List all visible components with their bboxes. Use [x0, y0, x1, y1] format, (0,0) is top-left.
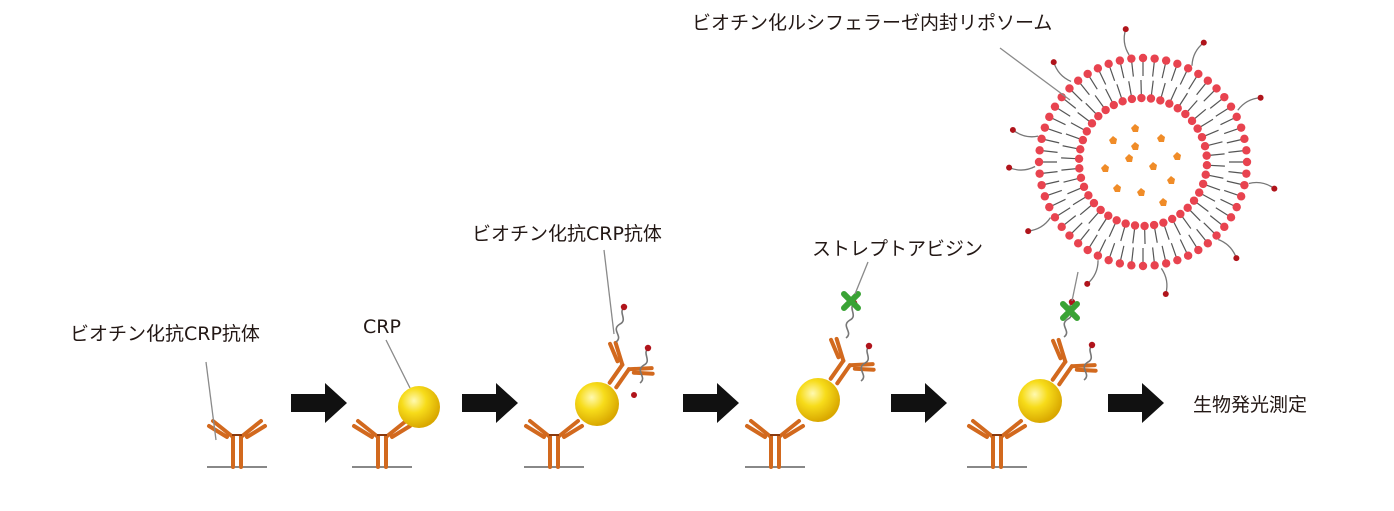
crp-sphere-icon — [398, 386, 440, 428]
arrow-right-icon — [683, 383, 739, 423]
leader-line — [385, 339, 411, 389]
biotin-icon — [631, 392, 637, 398]
crp-sphere-icon — [575, 382, 619, 426]
leader-line — [205, 361, 217, 441]
step-2 — [352, 339, 440, 469]
biotin-icon — [1083, 340, 1096, 381]
liposome-label: ビオチン化ルシフェラーゼ内封リポソーム — [692, 12, 1053, 34]
step-3 — [524, 249, 657, 469]
liposome-icon — [1006, 26, 1278, 298]
crp-label: CRP — [363, 316, 401, 338]
crp-sphere-icon — [1018, 379, 1062, 423]
antibody-icon — [967, 419, 1027, 469]
arrow-right-icon — [291, 383, 347, 423]
step-1 — [205, 361, 267, 469]
leader-line — [603, 249, 615, 335]
arrow-right-icon — [1108, 383, 1164, 423]
biotin-icon — [615, 302, 629, 343]
leader-line — [999, 47, 1071, 101]
antibody-icon — [745, 419, 805, 469]
tether-line — [1071, 271, 1079, 302]
biotin-icon — [639, 343, 653, 384]
arrow-right-icon — [462, 383, 518, 423]
biotin-icon — [860, 341, 874, 382]
step-5 — [967, 271, 1100, 469]
antibody-label-step3: ビオチン化抗CRP抗体 — [472, 223, 662, 245]
antibody-icon — [524, 419, 584, 469]
antibody-label-step1: ビオチン化抗CRP抗体 — [70, 323, 260, 345]
leader-line — [854, 261, 869, 295]
antibody-icon — [207, 419, 267, 469]
crp-sphere-icon — [796, 378, 840, 422]
step-4 — [745, 261, 878, 469]
arrow-right-icon — [891, 383, 947, 423]
measurement-label: 生物発光測定 — [1193, 394, 1308, 416]
antibody-icon — [352, 419, 412, 469]
streptavidin-label: ストレプトアビジン — [812, 238, 984, 260]
